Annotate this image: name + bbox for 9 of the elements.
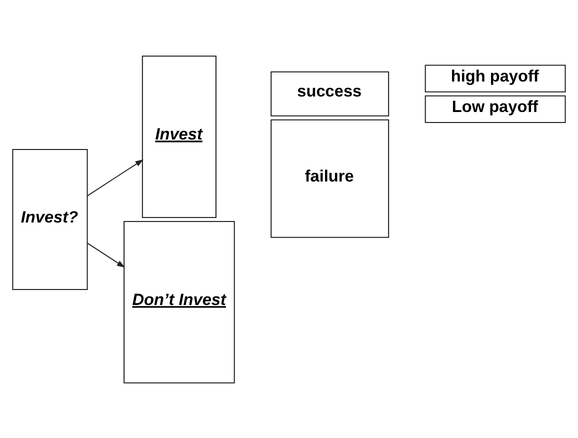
node-box: high payoff [424,64,566,92]
node-box: Invest? [12,148,88,290]
arrow [87,242,126,268]
arrow [87,158,144,196]
node-box: Low payoff [424,94,566,122]
node-box: Don’t Invest [124,220,235,383]
node-box: failure [270,118,390,238]
node-box: success [270,70,390,116]
node-box: Invest [142,55,216,218]
